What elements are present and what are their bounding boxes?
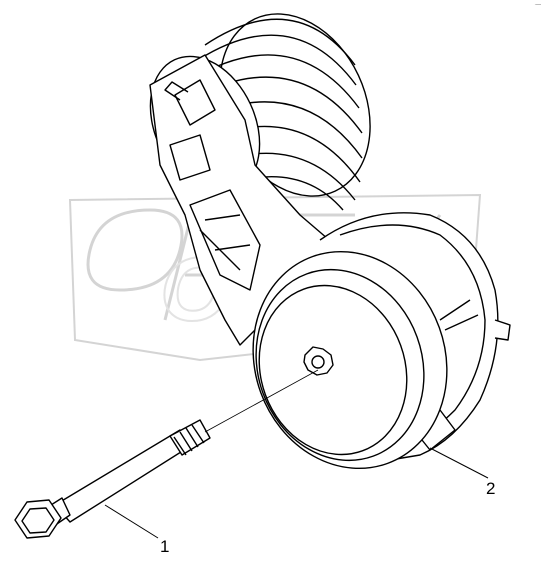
mounting-bolt	[14, 419, 211, 539]
leader-line-1	[104, 504, 159, 539]
leader-line-2	[429, 447, 489, 479]
corner-mark: ·—	[534, 2, 541, 8]
bolt-axis-line	[204, 369, 319, 433]
callout-label-1: 1	[160, 537, 170, 556]
callout-label-2: 2	[486, 479, 496, 498]
pulley-hub-bolt	[303, 346, 334, 376]
idler-pulley	[252, 250, 448, 470]
leader-lines	[104, 369, 489, 539]
